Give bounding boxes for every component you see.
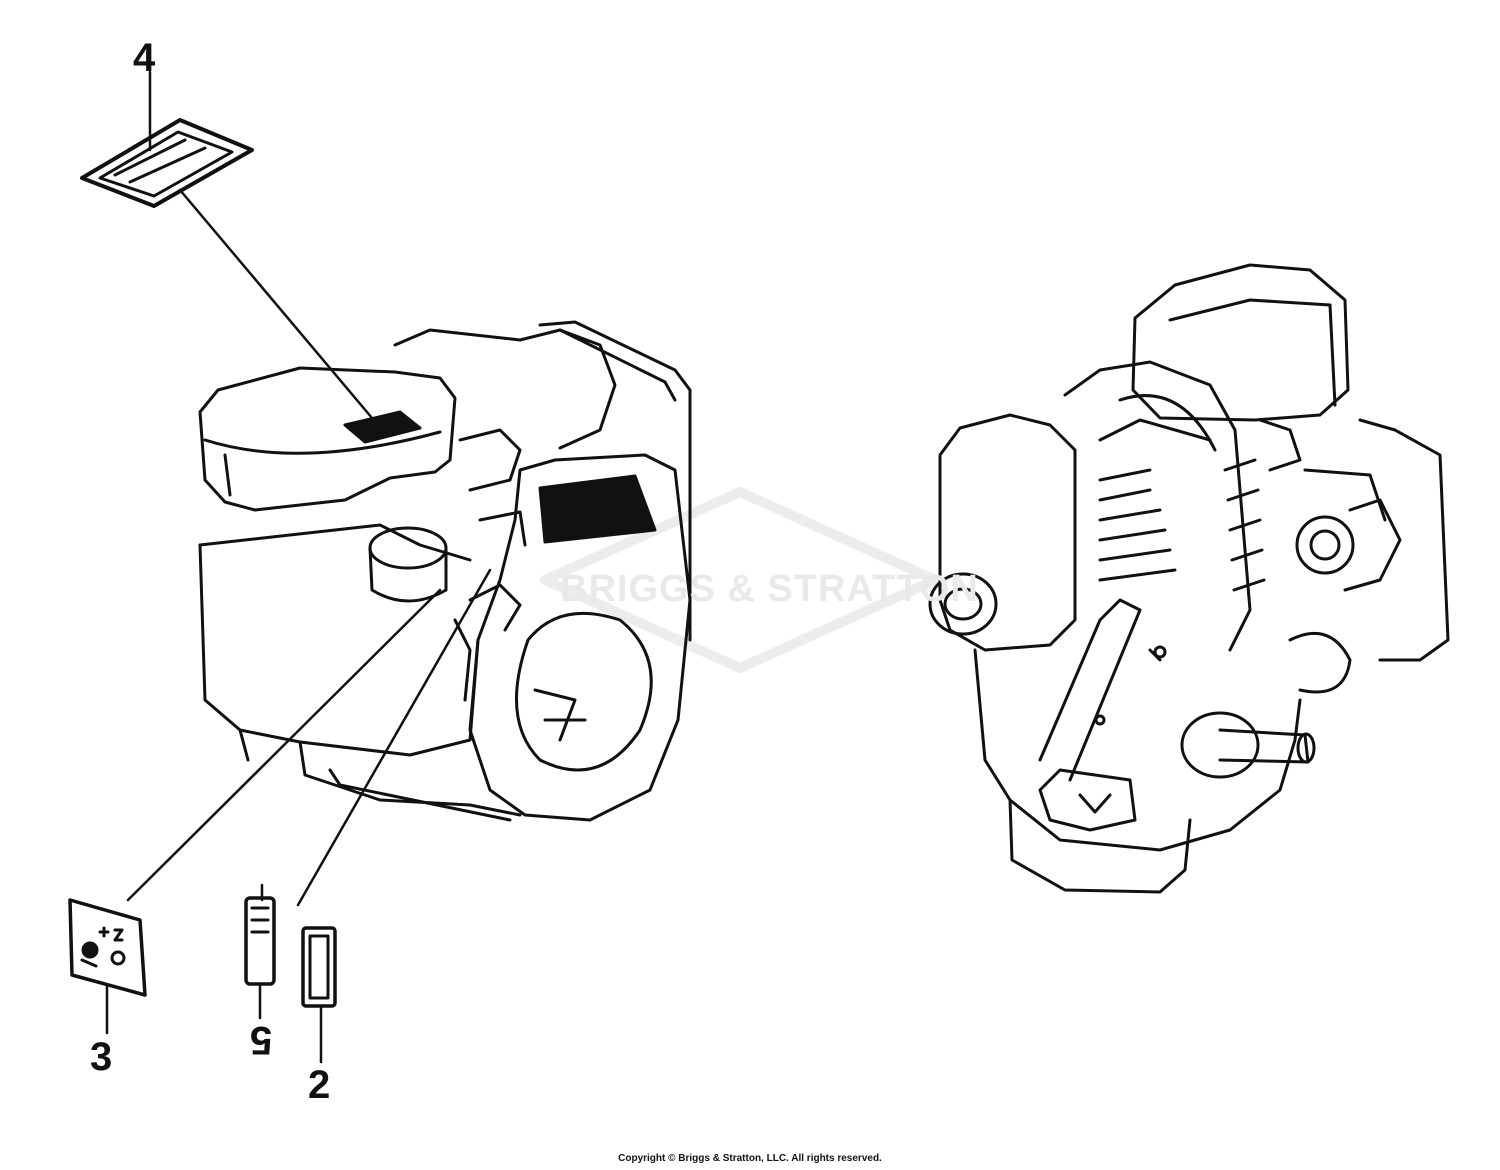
callout-2: 2 — [308, 1063, 331, 1107]
copyright-notice: Copyright © Briggs & Stratton, LLC. All … — [618, 1153, 882, 1164]
leader-line-2 — [296, 568, 492, 907]
leader-line-4b — [178, 188, 374, 420]
callout-3: 3 — [90, 1035, 113, 1079]
right-engine — [928, 263, 1450, 894]
callout-4: 4 — [133, 36, 156, 80]
decal-3 — [68, 898, 147, 997]
tank-decal — [343, 410, 422, 444]
decal-4 — [80, 118, 254, 208]
watermark-text: BRIGGS & STRATTON — [560, 568, 979, 610]
decal-5 — [244, 896, 276, 986]
leader-line-3 — [126, 588, 442, 902]
left-engine — [198, 320, 692, 822]
blower-decal — [538, 474, 657, 544]
watermark-logo — [540, 487, 940, 673]
decal-2 — [301, 926, 337, 1008]
callout-5: 5 — [250, 1018, 273, 1062]
